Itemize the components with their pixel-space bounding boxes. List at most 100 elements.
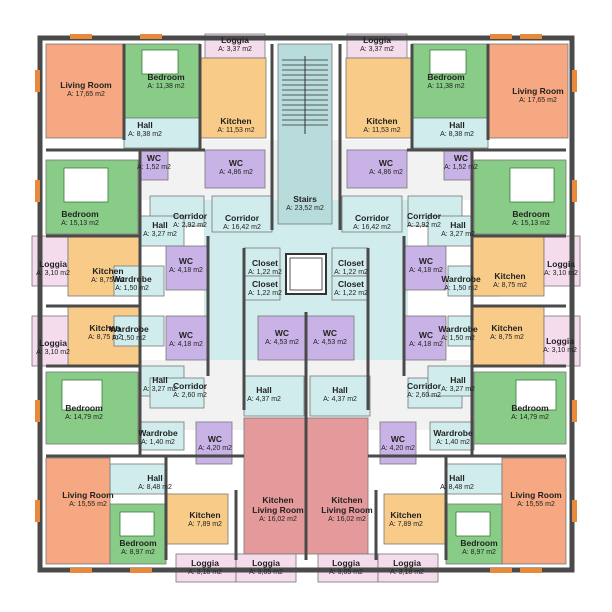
room-area: A: 8,97 m2 [462, 548, 496, 556]
room-area: A: 8,75 m2 [88, 333, 122, 341]
room-hall-n1 [123, 117, 201, 149]
room-hall-e2 [427, 365, 473, 397]
room-name: Kitchen [494, 271, 526, 282]
room-area: A: 8,48 m2 [138, 483, 172, 491]
room-area: A: 16,42 m2 [353, 223, 391, 231]
room-area: A: 2,92 m2 [173, 221, 207, 229]
room-name: Corridor [173, 381, 207, 392]
room-kitchen-n1 [199, 57, 267, 139]
room-name: Bedroom [147, 72, 185, 83]
room-name: Bedroom [460, 538, 498, 549]
room-name: WC [207, 434, 223, 445]
room-name: Kitchen [331, 495, 363, 506]
room-hall-w1 [139, 215, 185, 247]
room-closet-4 [331, 275, 369, 301]
room-wc-c2 [305, 315, 355, 361]
room-name: Wardrobe [109, 324, 149, 335]
room-area: A: 8,75 m2 [91, 276, 125, 284]
room-name: Hall [152, 220, 168, 231]
room-area: A: 17,65 m2 [67, 90, 105, 98]
room-area: A: 1,22 m2 [248, 289, 282, 297]
room-area: A: 11,53 m2 [363, 126, 401, 134]
room-wc-w2 [165, 315, 209, 361]
room-area: A: 8,75 m2 [490, 333, 524, 341]
room-area: A: 14,79 m2 [65, 413, 103, 421]
room-area: A: 15,55 m2 [69, 500, 107, 508]
room-area: A: 4,18 m2 [169, 266, 203, 274]
room-area: A: 14,79 m2 [511, 413, 549, 421]
room-name: WC [418, 256, 434, 267]
room-name: Corridor [173, 211, 207, 222]
room-area: A: 1,50 m2 [441, 334, 475, 342]
room-hall-s2 [445, 463, 503, 495]
room-name: Closet [252, 279, 278, 290]
room-name: Bedroom [512, 209, 550, 220]
room-name: Hall [332, 385, 348, 396]
room-area: A: 4,20 m2 [198, 444, 232, 452]
room-name: Bedroom [427, 72, 465, 83]
room-area: A: 11,38 m2 [427, 82, 465, 90]
room-name: Living Room [510, 490, 562, 501]
room-area: A: 11,53 m2 [217, 126, 255, 134]
room-area: A: 4,37 m2 [323, 395, 357, 403]
room-hall-s1 [109, 463, 167, 495]
room-kitchen-s2 [383, 493, 447, 545]
room-name: WC [178, 256, 194, 267]
room-name: Hall [256, 385, 272, 396]
room-area: A: 15,13 m2 [61, 219, 99, 227]
room-name: Living Room [60, 80, 112, 91]
room-kitchen-living-2 [305, 417, 369, 555]
room-hall-c2 [309, 375, 371, 417]
room-name: Loggia [252, 558, 280, 569]
room-name: Loggia [546, 336, 574, 347]
room-name: Closet [252, 258, 278, 269]
partitions [46, 44, 566, 560]
room-area: A: 3,10 m2 [36, 348, 70, 356]
room-corridor-c1 [211, 195, 273, 233]
room-name: Stairs [293, 194, 317, 205]
room-name: Loggia [39, 338, 67, 349]
room-area: A: 8,48 m2 [440, 483, 474, 491]
elevator-cabin [289, 257, 323, 291]
room-area: A: 3,27 m2 [441, 230, 475, 238]
room-area: A: 4,53 m2 [313, 338, 347, 346]
room-name: Hall [137, 120, 153, 131]
room-name: Corridor [225, 213, 259, 224]
room-name: Kitchen [220, 116, 252, 127]
room-corridor-c2 [341, 195, 403, 233]
room-name: Living Room [512, 86, 564, 97]
